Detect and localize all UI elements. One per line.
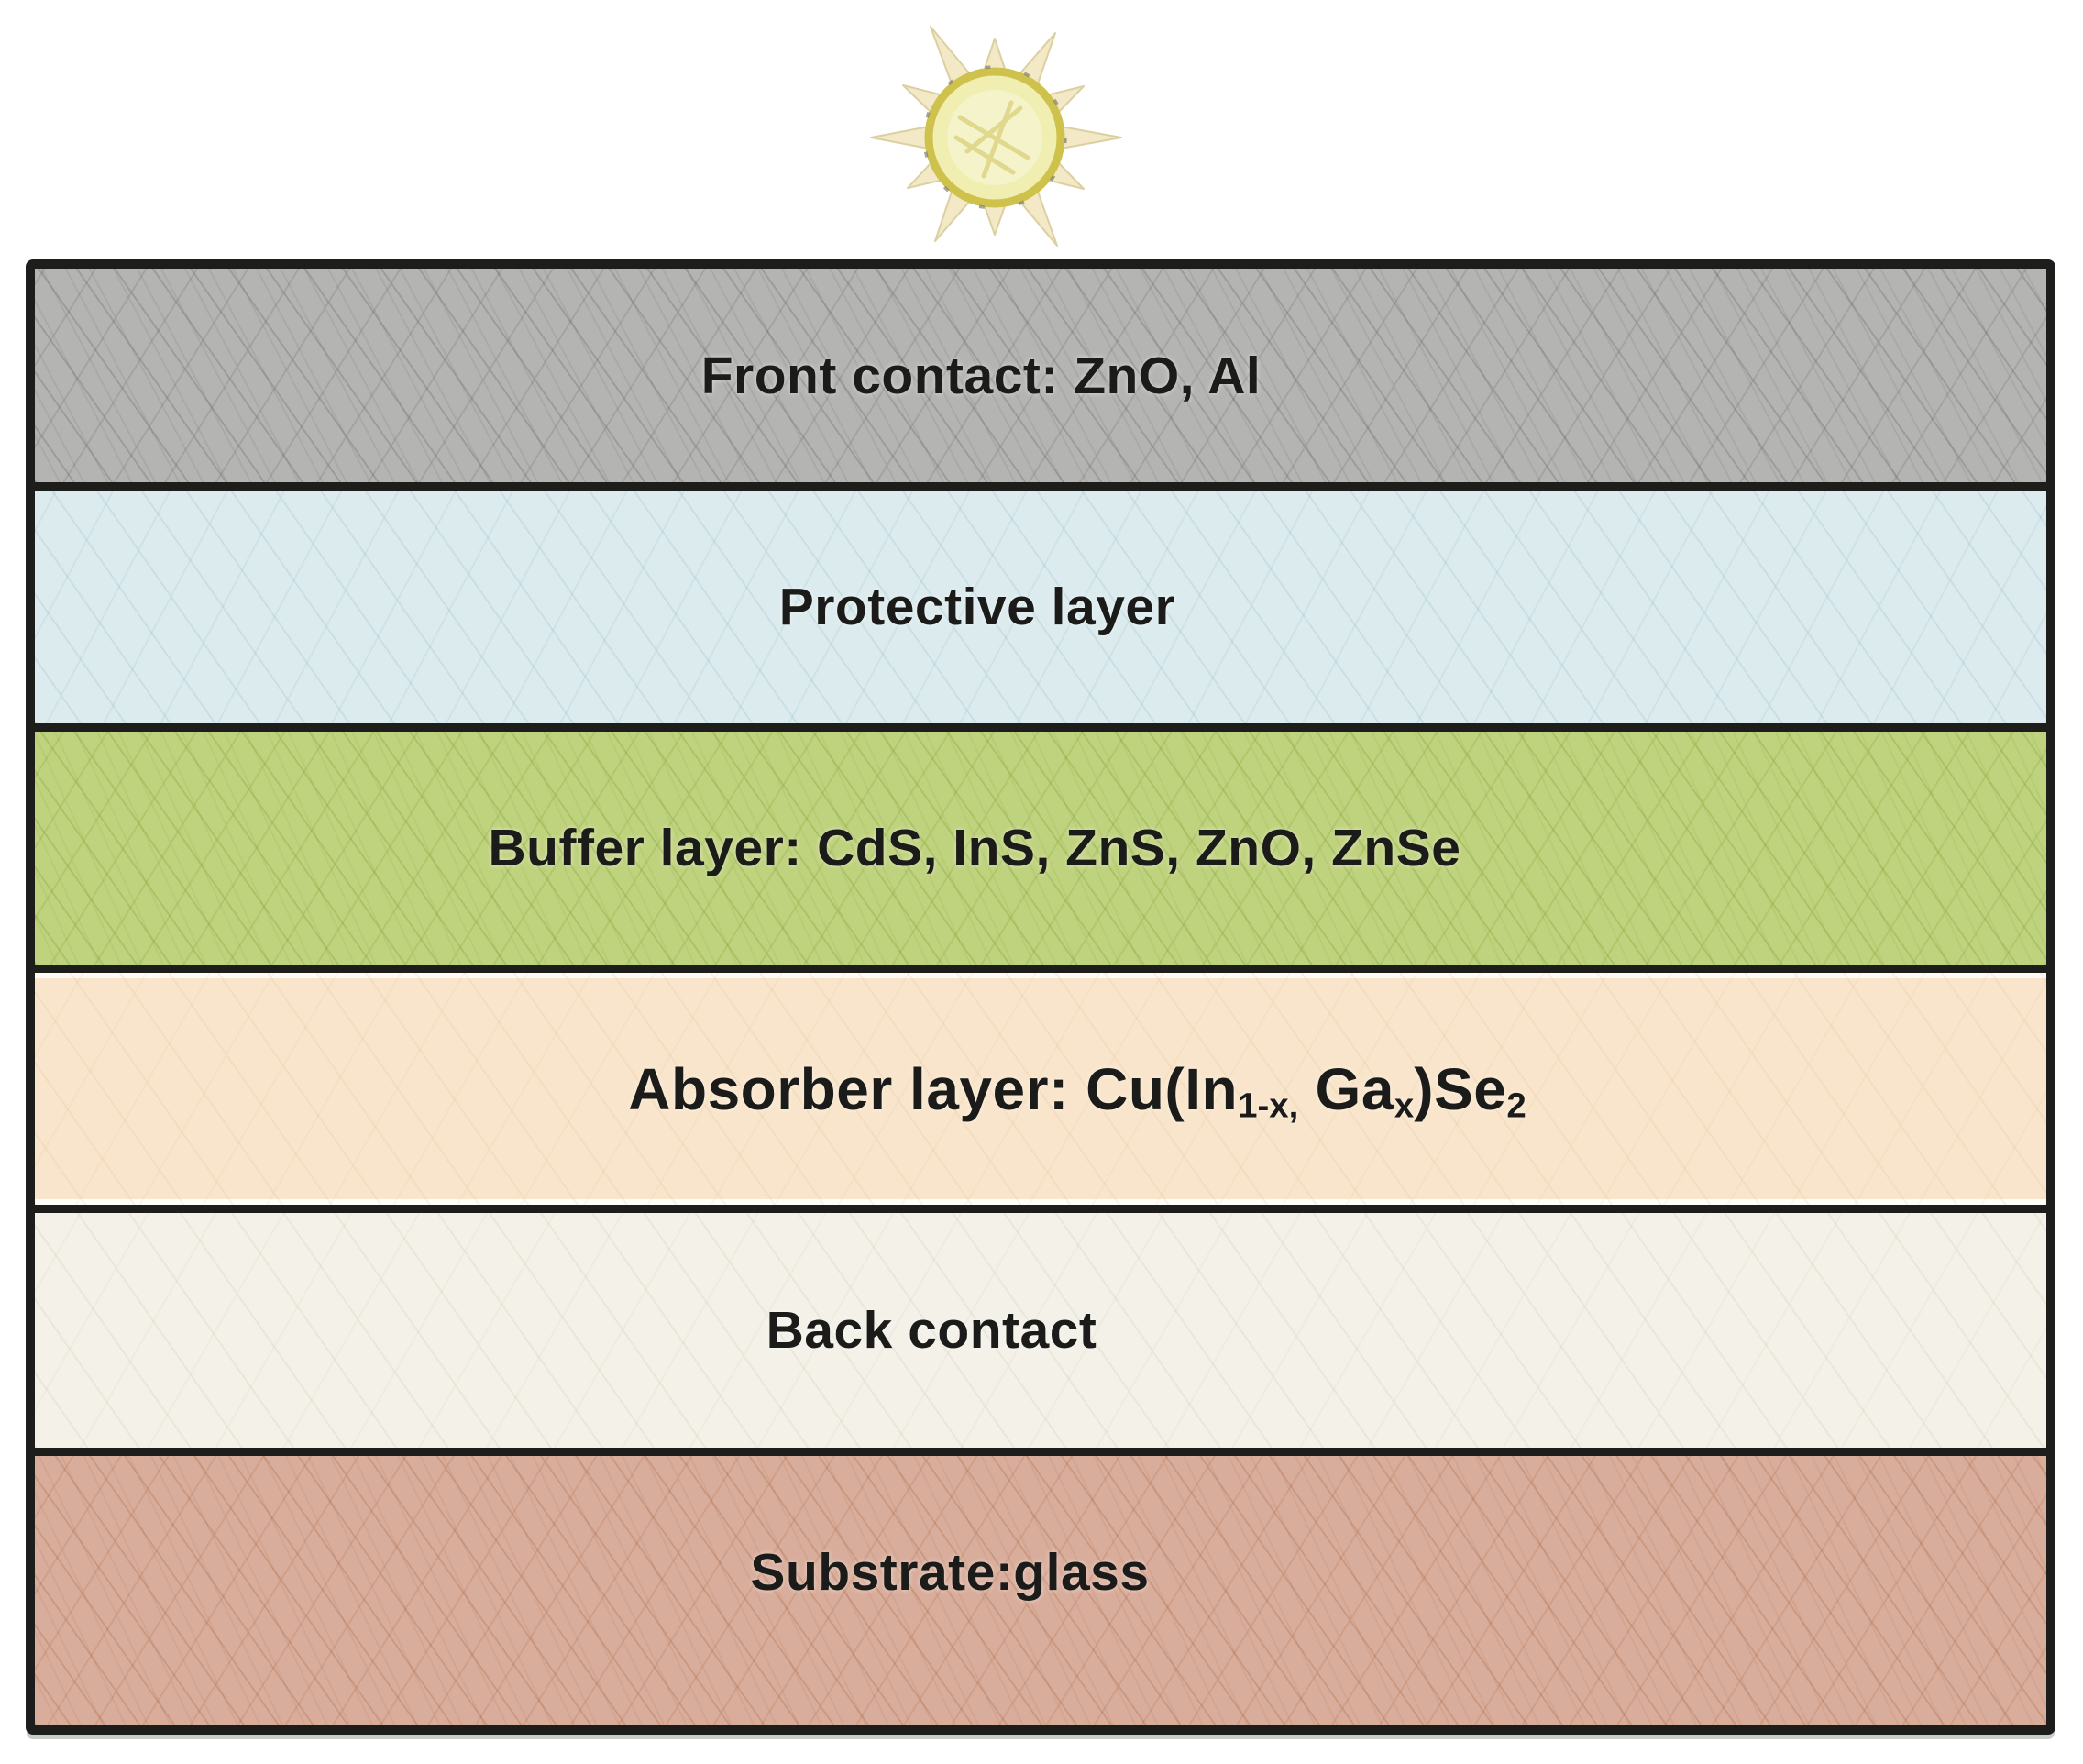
- layer-substrate: Substrate:glass: [35, 1456, 2046, 1726]
- layer-protective-label: Protective layer: [778, 578, 1176, 637]
- layer-back-contact-label: Back contact: [766, 1301, 1097, 1361]
- absorber-text: )Se: [1414, 1055, 1507, 1122]
- absorber-sub-1x: 1-x,: [1238, 1086, 1299, 1126]
- layer-front-contact-label: Front contact: ZnO, Al: [700, 346, 1262, 405]
- absorber-sub-x: x: [1394, 1086, 1415, 1126]
- layer-absorber-label: Absorber layer: Cu(In1-x, Gax)Se2: [628, 1055, 1526, 1123]
- layer-protective: Protective layer: [35, 491, 2046, 733]
- sun-sketch-marks: [922, 65, 1067, 210]
- layer-front-contact: Front contact: ZnO, Al: [35, 269, 2046, 491]
- absorber-sub-2: 2: [1506, 1086, 1526, 1126]
- layer-back-contact: Back contact: [35, 1213, 2046, 1457]
- layer-absorber: Absorber layer: Cu(In1-x, Gax)Se2: [35, 972, 2046, 1214]
- absorber-text: Absorber layer: Cu(In: [628, 1055, 1239, 1122]
- sun-scribble: [953, 100, 1030, 179]
- absorber-text: Ga: [1298, 1055, 1394, 1122]
- layer-buffer: Buffer layer: CdS, InS, ZnS, ZnO, ZnSe: [35, 732, 2046, 973]
- layer-substrate-label: Substrate:glass: [750, 1543, 1150, 1603]
- solar-cell-stack: Front contact: ZnO, Al Protective layer …: [26, 259, 2055, 1735]
- sun-icon: [870, 26, 1122, 247]
- layer-buffer-label: Buffer layer: CdS, InS, ZnS, ZnO, ZnSe: [488, 818, 1461, 877]
